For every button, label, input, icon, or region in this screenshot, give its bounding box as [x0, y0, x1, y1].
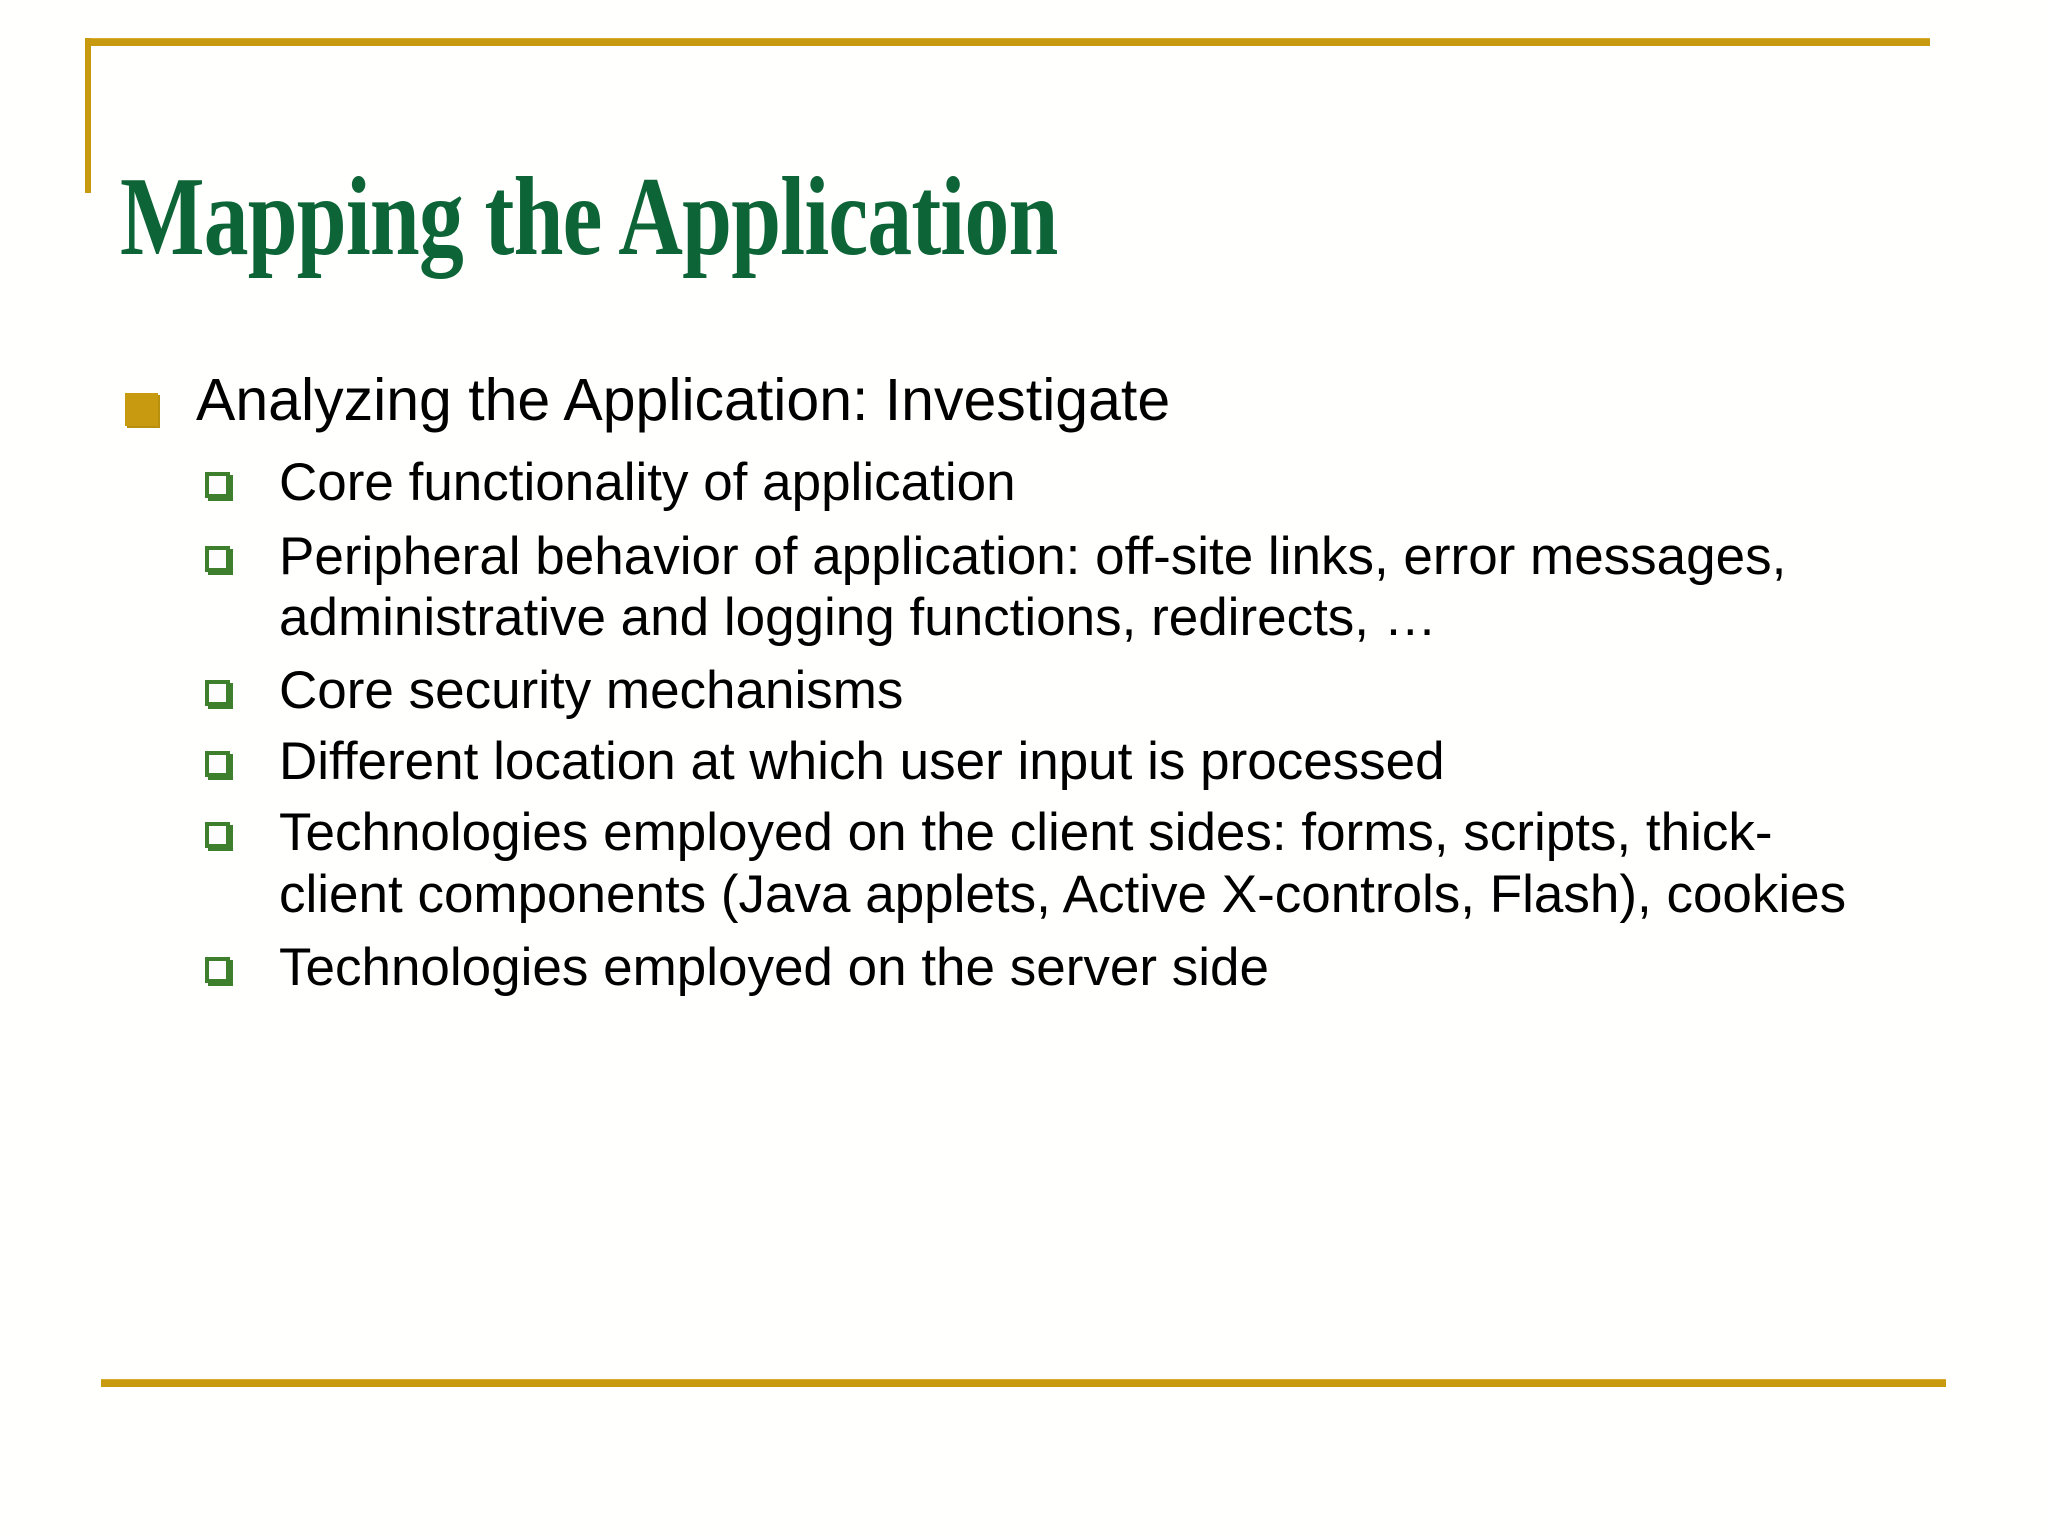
bullet-text: Technologies employed on the server side [279, 937, 1269, 997]
bullet-level2: Different location at which user input i… [0, 731, 2048, 792]
bullet-level2: Peripheral behavior of application: off-… [0, 526, 2048, 648]
hollow-square-bullet-icon [205, 545, 230, 572]
bullet-text: Analyzing the Application: Investigate [196, 367, 1171, 433]
bullet-level2: Core functionality of application [0, 452, 2048, 513]
hollow-square-bullet-icon [205, 751, 230, 778]
filled-square-bullet-icon [125, 393, 158, 426]
bullet-text: Technologies employed on the client side… [279, 803, 1847, 924]
bullet-text: Peripheral behavior of application: off-… [279, 526, 1787, 647]
hollow-square-bullet-icon [205, 822, 230, 849]
slide-title: Mapping the Application [120, 155, 1058, 280]
bullet-text: Core security mechanisms [279, 661, 904, 721]
bullet-level2: Core security mechanisms [0, 660, 2048, 721]
hollow-square-bullet-icon [205, 472, 230, 499]
hollow-square-bullet-icon [205, 680, 230, 707]
bullet-level2: Technologies employed on the server side [0, 937, 2048, 998]
bullet-level2: Technologies employed on the client side… [0, 802, 2048, 924]
slide-top-gold-rule [85, 38, 1930, 46]
hollow-square-bullet-icon [205, 956, 230, 983]
slide-bottom-gold-rule [101, 1379, 1946, 1387]
slide-body: Analyzing the Application: Investigate C… [0, 366, 2048, 1010]
bullet-level1: Analyzing the Application: Investigate [0, 366, 2048, 434]
slide-left-gold-rule [85, 38, 91, 193]
bullet-text: Core functionality of application [279, 453, 1016, 513]
bullet-text: Different location at which user input i… [279, 732, 1445, 792]
